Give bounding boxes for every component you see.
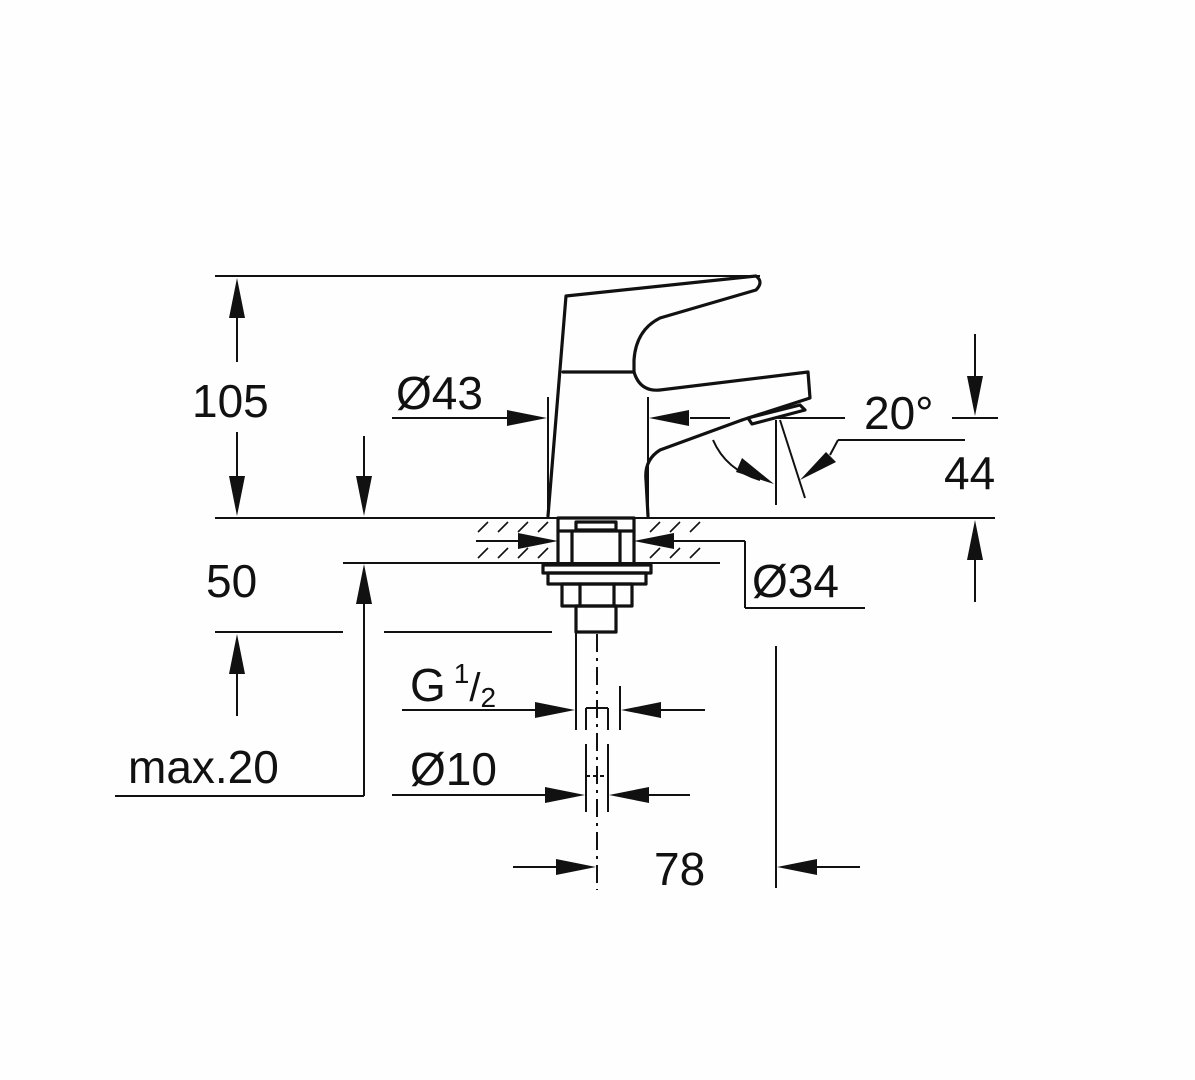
tap-body bbox=[546, 274, 812, 518]
label-diameter-10: Ø10 bbox=[410, 743, 497, 795]
tail-10-dimension bbox=[392, 787, 690, 803]
mounting-shank bbox=[541, 516, 653, 634]
label-height-105: 105 bbox=[192, 375, 269, 427]
label-shank-50: 50 bbox=[206, 555, 258, 607]
label-diameter-43: Ø43 bbox=[396, 367, 483, 419]
max-20-dimension bbox=[215, 631, 552, 716]
height-44-dimension bbox=[952, 334, 998, 602]
label-projection-78: 78 bbox=[654, 843, 706, 895]
label-height-44: 44 bbox=[944, 447, 996, 499]
thread-prefix: G bbox=[410, 659, 446, 711]
shank-50-dimension bbox=[115, 562, 475, 797]
label-diameter-34: Ø34 bbox=[752, 555, 839, 607]
thread-dimension bbox=[402, 702, 705, 718]
thread-slash: / bbox=[469, 666, 481, 710]
label-max-20: max.20 bbox=[128, 741, 279, 793]
thread-denominator: 2 bbox=[480, 682, 497, 713]
label-angle-20: 20° bbox=[864, 387, 934, 439]
height-105-arrows bbox=[229, 278, 245, 516]
angle-20-indicator bbox=[712, 417, 965, 505]
tail-pipe bbox=[575, 632, 621, 890]
thread-numerator: 1 bbox=[453, 658, 470, 689]
diameter-34-dimension bbox=[476, 533, 865, 609]
deck-arrow-down bbox=[356, 436, 372, 516]
projection-78-dimension bbox=[513, 646, 860, 888]
